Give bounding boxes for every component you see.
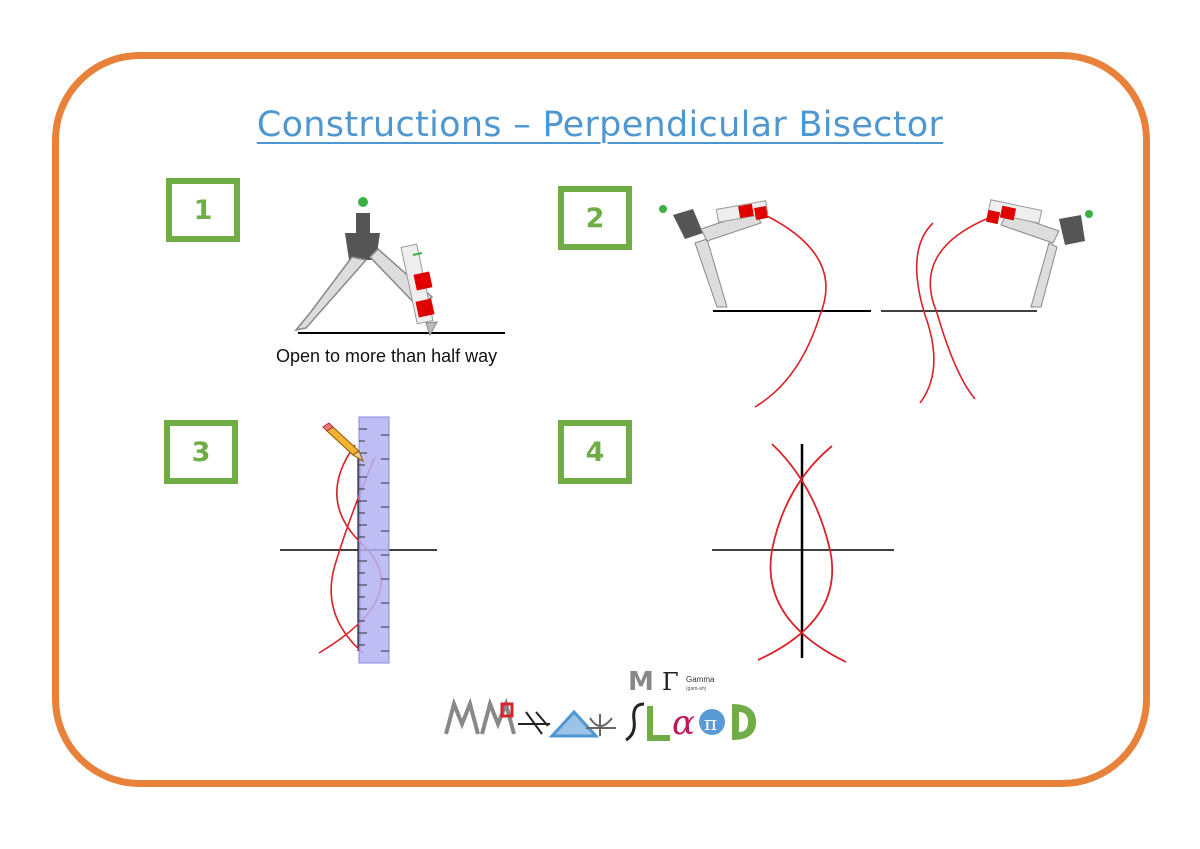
- step-1-number: 1: [193, 194, 213, 226]
- svg-text:π: π: [704, 711, 717, 735]
- step-3-number: 3: [191, 436, 211, 468]
- logo-gamma-letter: Γ: [662, 668, 679, 696]
- step-1-compass-diagram: [294, 197, 505, 337]
- step-3-diagram: [280, 416, 437, 664]
- step-2-box: 2: [558, 186, 632, 250]
- step-4-arc-b: [769, 445, 847, 663]
- step-1-caption: Open to more than half way: [276, 346, 498, 366]
- logo-m-letter: M: [628, 667, 654, 697]
- logo-wordmark: α π: [444, 697, 756, 743]
- step-2-diagram: [659, 199, 1093, 408]
- mathsland-logo: M Γ Gamma (gam-ah) α π: [444, 667, 756, 743]
- step-2-arc-right-2: [915, 222, 935, 404]
- page-frame: [52, 52, 1150, 787]
- logo-gamma-sub: (gam-ah): [686, 686, 707, 692]
- step-1-box: 1: [166, 178, 240, 242]
- pencil-icon: [322, 422, 365, 463]
- step-2-arc-left: [754, 214, 827, 408]
- compass-left-icon: [659, 200, 769, 308]
- step-3-box: 3: [164, 420, 238, 484]
- step-2-number: 2: [585, 202, 605, 234]
- compass-right-icon: [985, 199, 1093, 308]
- svg-text:α: α: [672, 703, 695, 743]
- step-2-arc-right: [929, 216, 992, 400]
- logo-gamma-text: Gamma: [686, 675, 715, 684]
- step-4-arc-a: [757, 443, 834, 661]
- compass-icon: [294, 197, 438, 337]
- page-title: Constructions – Perpendicular Bisector: [256, 105, 944, 145]
- step-4-diagram: [712, 443, 894, 663]
- step-4-number: 4: [585, 436, 605, 468]
- ruler-icon: [358, 416, 390, 664]
- step-4-box: 4: [558, 420, 632, 484]
